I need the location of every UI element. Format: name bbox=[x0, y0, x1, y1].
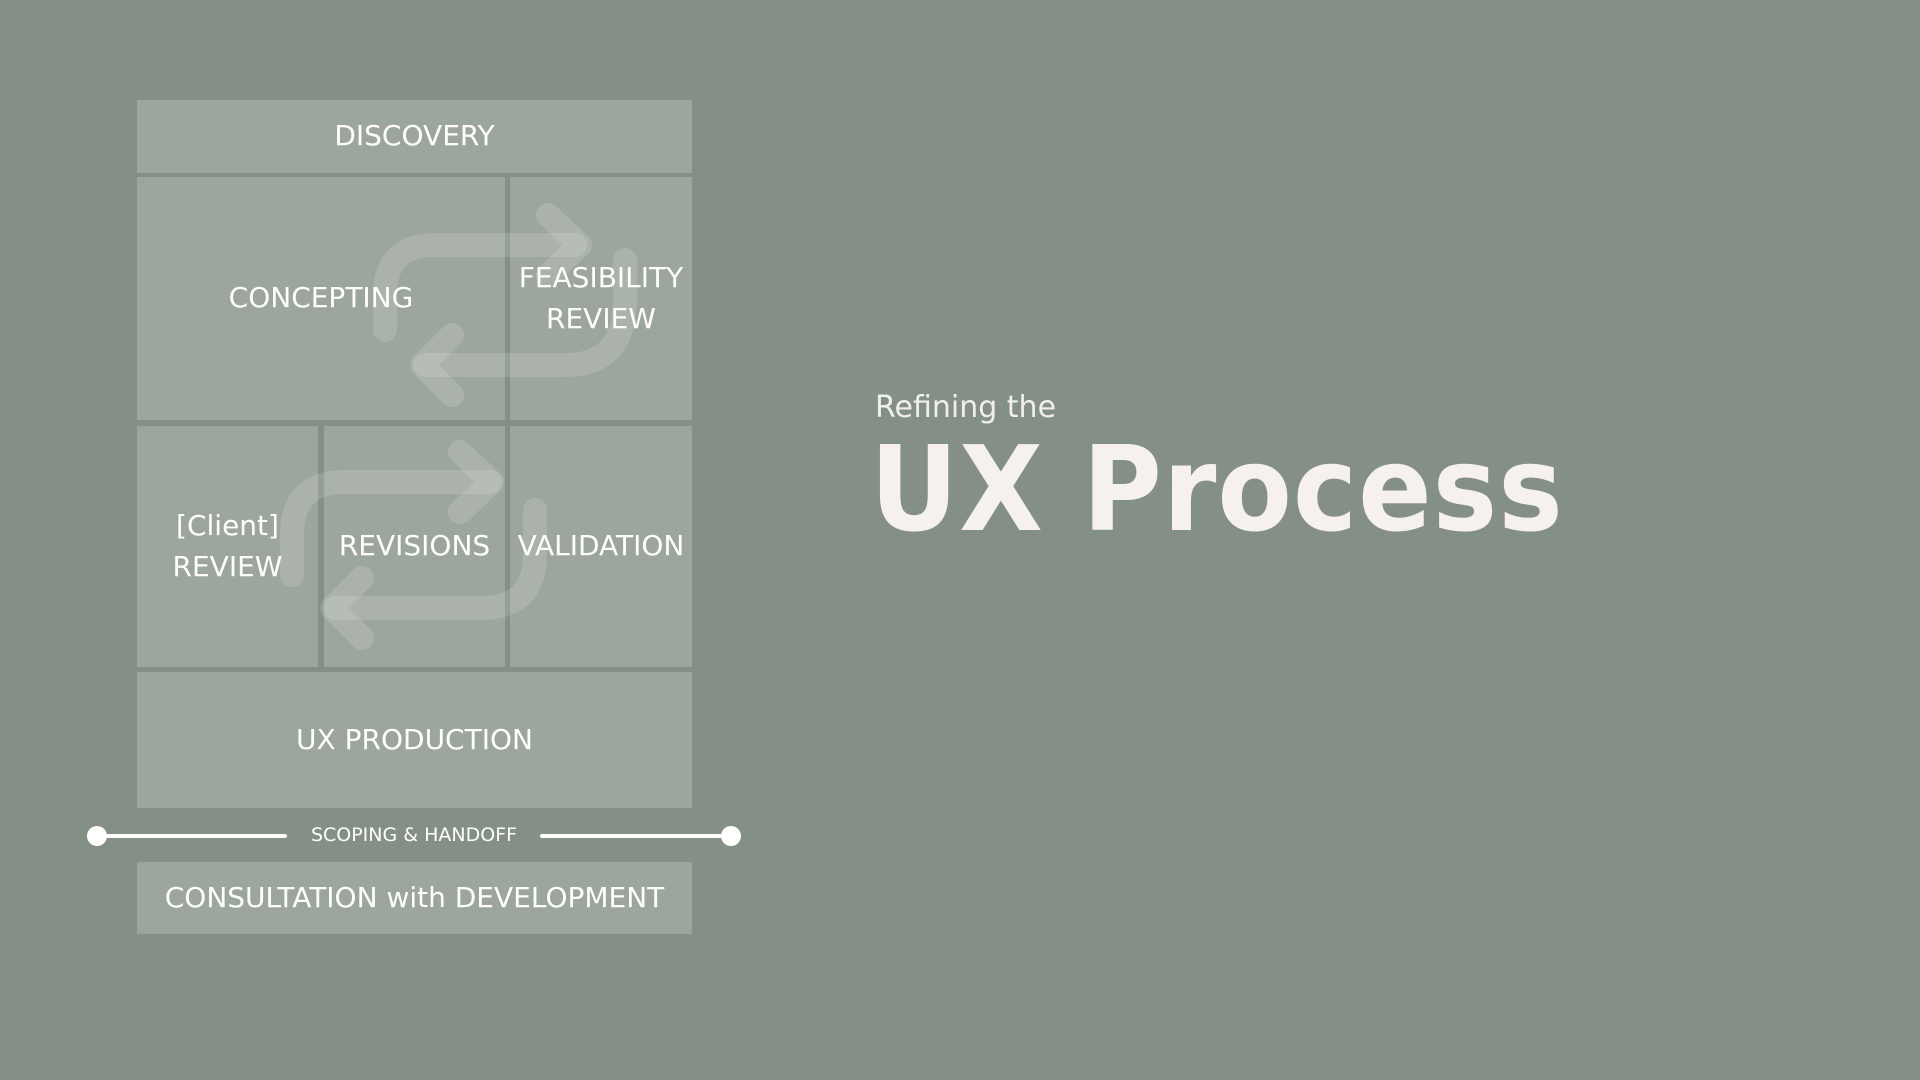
page-title: UX Process bbox=[870, 420, 1564, 558]
concepting-box: CONCEPTING bbox=[137, 177, 505, 420]
validation-box: VALIDATION bbox=[510, 426, 692, 667]
ux-production-label: UX PRODUCTION bbox=[296, 722, 533, 756]
scoping-line-right bbox=[540, 834, 730, 838]
subtitle: Refining the bbox=[875, 390, 1057, 425]
consultation-box: CONSULTATION with DEVELOPMENT bbox=[137, 862, 692, 934]
discovery-label: DISCOVERY bbox=[334, 119, 495, 153]
feasibility-review-box: FEASIBILITY REVIEW bbox=[510, 177, 692, 420]
client-label: [Client] bbox=[176, 508, 279, 542]
scoping-end-dot bbox=[721, 826, 741, 846]
concepting-label: CONCEPTING bbox=[228, 281, 414, 315]
consultation-label: CONSULTATION with DEVELOPMENT bbox=[164, 880, 665, 914]
revisions-label: REVISIONS bbox=[338, 529, 491, 563]
client-review-label: REVIEW bbox=[172, 549, 283, 583]
ux-production-box: UX PRODUCTION bbox=[137, 672, 692, 808]
scoping-handoff-label: SCOPING & HANDOFF bbox=[310, 824, 518, 846]
feasibility-label: FEASIBILITY bbox=[518, 260, 684, 294]
feasibility-review-label: REVIEW bbox=[546, 301, 656, 335]
validation-label: VALIDATION bbox=[517, 529, 685, 563]
revisions-box: REVISIONS bbox=[324, 426, 505, 667]
client-review-box: [Client] REVIEW bbox=[137, 426, 318, 667]
discovery-box: DISCOVERY bbox=[137, 100, 692, 173]
scoping-line-left bbox=[97, 834, 287, 838]
